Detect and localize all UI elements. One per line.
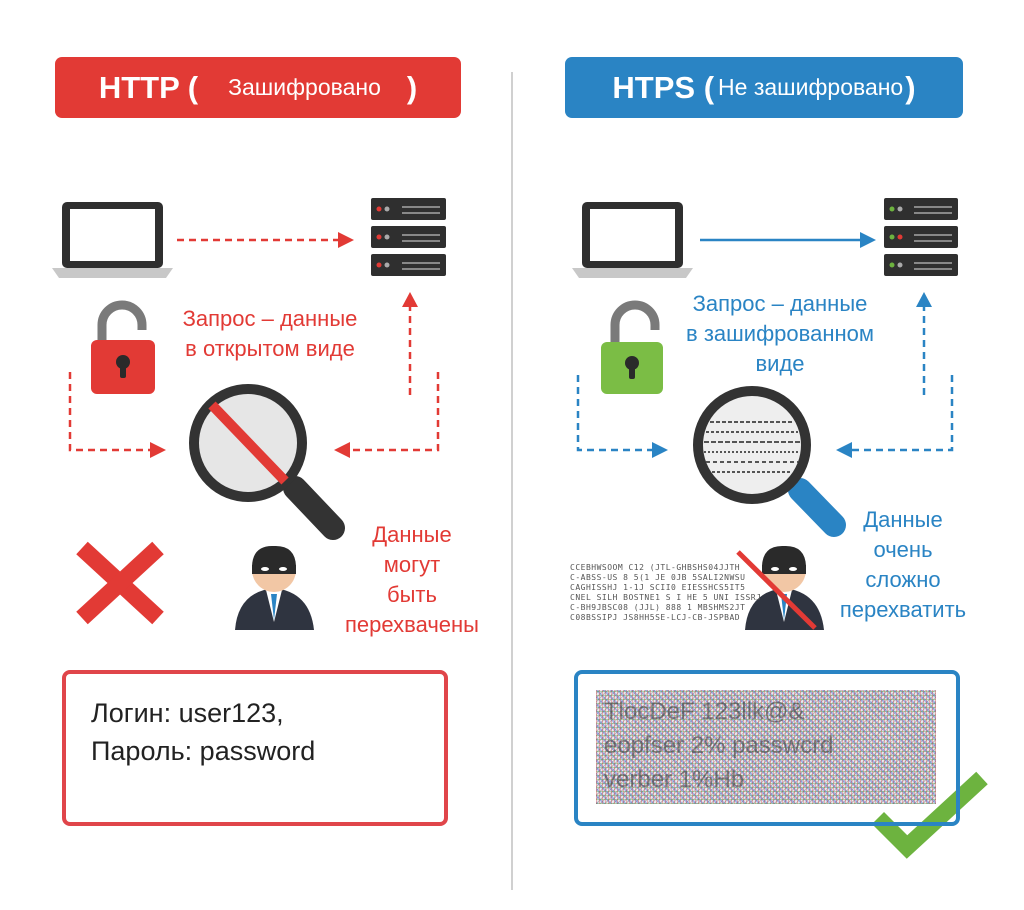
https-intercept-line1: Данные bbox=[863, 507, 943, 532]
cipher-line: CCEBHWSOOM C12 (JTL-GHBSHS04JJTH bbox=[570, 563, 741, 572]
magnifier-icon bbox=[189, 384, 345, 540]
https-request-caption-line3: виде bbox=[755, 351, 805, 376]
laptop-icon bbox=[52, 202, 173, 278]
http-banner-prefix: HTTP ( bbox=[98, 69, 199, 105]
server-icon bbox=[884, 198, 958, 276]
center-divider bbox=[511, 72, 513, 890]
encrypted-line: TlocDeF 123llk@& bbox=[604, 698, 805, 725]
https-intercept-line2: очень bbox=[873, 537, 933, 562]
http-diagram bbox=[52, 198, 446, 630]
hacker-icon bbox=[235, 545, 314, 630]
cipher-line: C-BH9JBSC08 (JJL) 888 1 MBSHMS2JT bbox=[570, 603, 746, 612]
http-request-caption: Запрос – данные в открытом виде bbox=[140, 304, 400, 364]
cipher-line: CNEL SILH BOSTNE1 S I HE 5 UNI ISSRJ bbox=[570, 593, 762, 602]
cipher-line: C08BSSIPJ JS8HH5SE-LCJ-CB-JSPBAD bbox=[570, 613, 741, 622]
https-intercept-line4: перехватить bbox=[839, 597, 967, 622]
laptop-icon bbox=[572, 202, 693, 278]
password-line: Пароль: password bbox=[91, 736, 316, 766]
magnifier-icon bbox=[693, 386, 846, 537]
encrypted-credentials-box: TlocDeF 123llk@& eopfser 2% passwcrd ver… bbox=[574, 670, 960, 826]
http-intercept-line1: Данные bbox=[372, 522, 452, 547]
https-banner-prefix: HTPS ( bbox=[612, 69, 715, 105]
http-intercept-line3: быть bbox=[387, 582, 437, 607]
open-lock-icon bbox=[91, 300, 155, 394]
https-request-caption: Запрос – данные в зашифрованном виде bbox=[642, 289, 918, 379]
https-intercept-caption: Данные очень сложно перехватить bbox=[815, 505, 991, 625]
https-banner-middle: Не зашифровано bbox=[718, 74, 904, 100]
http-intercept-caption: Данные могут быть перехвачены bbox=[322, 520, 502, 640]
http-request-caption-line2: в открытом виде bbox=[185, 336, 355, 361]
https-banner-suffix: ) bbox=[905, 69, 916, 105]
http-banner-suffix: ) bbox=[406, 69, 418, 105]
https-request-caption-line2: в зашифрованном bbox=[686, 321, 874, 346]
encrypted-noise: TlocDeF 123llk@& eopfser 2% passwcrd ver… bbox=[596, 690, 936, 804]
plaintext-credentials-box: Логин: user123, Пароль: password bbox=[62, 670, 448, 826]
http-intercept-line2: могут bbox=[383, 552, 441, 577]
https-banner: HTPS ( Не зашифровано ) bbox=[565, 57, 963, 118]
server-icon bbox=[371, 198, 446, 276]
hacker-icon bbox=[736, 545, 824, 630]
http-request-caption-line1: Запрос – данные bbox=[182, 306, 358, 331]
cipher-line: C-ABSS-US 8 5(1 JE 0JB 5SALI2NWSU bbox=[570, 573, 746, 582]
http-intercept-line4: перехвачены bbox=[345, 612, 479, 637]
http-banner: HTTP ( Зашифровано ) bbox=[55, 57, 461, 118]
cipher-line: CAGHISSHJ 1-1J SCII0 EIESSHCS5IT5 bbox=[570, 583, 746, 592]
small-cipher-text: CCEBHWSOOM C12 (JTL-GHBSHS04JJTH C-ABSS-… bbox=[570, 563, 762, 623]
http-banner-middle: Зашифровано bbox=[228, 74, 381, 100]
https-request-caption-line1: Запрос – данные bbox=[692, 291, 868, 316]
cross-icon bbox=[76, 541, 164, 625]
lock-icon bbox=[601, 300, 663, 394]
encrypted-line: eopfser 2% passwcrd bbox=[604, 732, 834, 759]
encrypted-line: verber 1%Hb bbox=[604, 766, 745, 793]
login-line: Логин: user123, bbox=[91, 698, 284, 728]
https-intercept-line3: сложно bbox=[865, 567, 941, 592]
